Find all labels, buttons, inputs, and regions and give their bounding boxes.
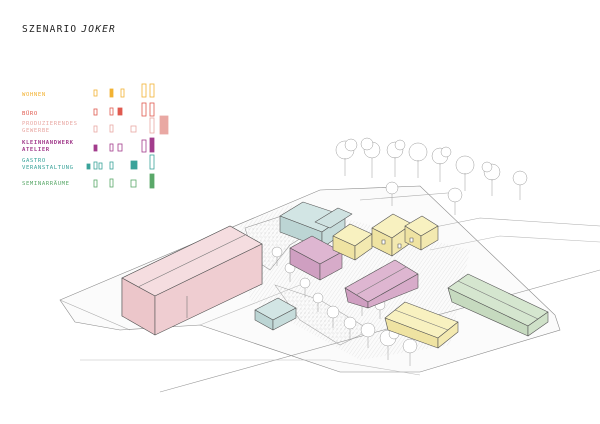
title-text: SZENARIO (22, 24, 78, 35)
tree (299, 277, 311, 297)
legend-label-buero: BÜRO (22, 111, 38, 117)
tree (447, 187, 463, 215)
tree (326, 305, 340, 328)
building-wohnen-cluster (332, 213, 439, 261)
legend-swatch-gewerbe (93, 115, 169, 135)
tree (386, 139, 406, 177)
tree (335, 138, 358, 176)
legend-swatch-atelier (93, 137, 155, 153)
building-seminar (447, 273, 549, 337)
tree (481, 161, 501, 196)
building-wohnen-lower (384, 301, 459, 349)
tree (271, 246, 283, 266)
title-italic-text: JOKER (81, 24, 116, 35)
legend-swatch-buero (93, 102, 155, 117)
legend-swatch-gastro (86, 154, 155, 170)
trees (271, 137, 528, 366)
tree (360, 137, 381, 178)
legend-label-atelier-2: ATELIER (22, 147, 50, 153)
legend-label-gastro-1: GASTRO (22, 158, 46, 164)
buildings (121, 201, 549, 349)
legend-label-wohnen: WOHNEN (22, 92, 46, 98)
tree (408, 142, 428, 178)
tree (343, 316, 357, 339)
legend-swatch-wohnen (93, 83, 155, 98)
legend-label-seminar: SEMINARRÄUME (22, 181, 70, 187)
legend-label-gewerbe-1: PRODUZIERENDES (22, 121, 78, 127)
building-gastro-shed (254, 297, 297, 331)
legend-swatch-seminar (93, 173, 155, 189)
tree (455, 155, 475, 191)
building-atelier-2 (344, 259, 419, 309)
tree (312, 292, 324, 312)
building-gewerbe-hall (121, 225, 263, 336)
tree (360, 322, 376, 348)
legend-label-gewerbe-2: GEWERBE (22, 128, 50, 134)
legend-label-gastro-2: VERANSTALTUNG (22, 165, 74, 171)
legend-swatches (86, 83, 169, 189)
tree (402, 338, 418, 366)
tree (431, 146, 452, 182)
tree (385, 181, 399, 206)
tree (512, 170, 528, 200)
legend-label-atelier-1: KLEINHANDWERK (22, 140, 74, 146)
